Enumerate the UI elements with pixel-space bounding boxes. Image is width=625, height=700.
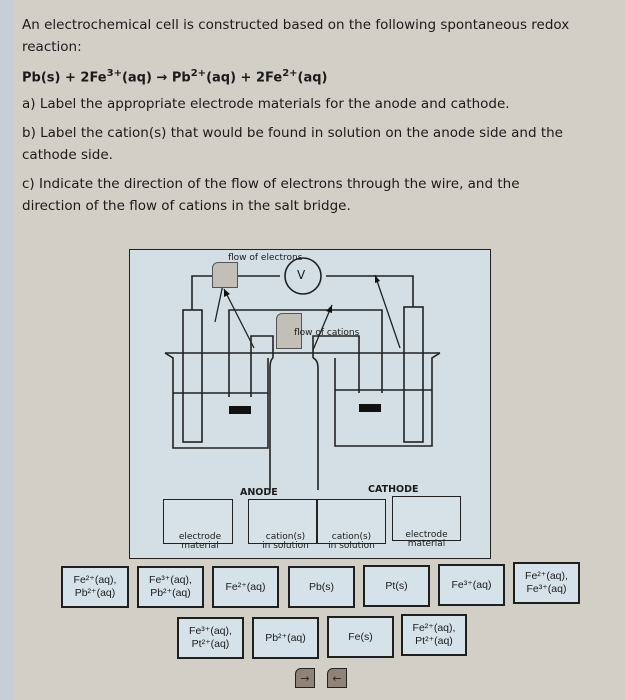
eq-part: (aq) bbox=[297, 70, 328, 86]
caption-line: material bbox=[407, 539, 446, 549]
cathode-label: CATHODE bbox=[368, 484, 419, 495]
eq-part: (aq) + 2Fe bbox=[206, 70, 283, 86]
tile-pb2[interactable]: Pb²⁺(aq) bbox=[252, 617, 319, 659]
tile-line: Fe³⁺(aq), bbox=[149, 574, 192, 586]
tile-line: Fe(s) bbox=[348, 630, 373, 643]
tile-line: Pb²⁺(aq) bbox=[265, 631, 306, 644]
tile-line: Pb²⁺(aq) bbox=[150, 587, 191, 599]
galvanic-cell-diagram: flow of electrons flow of cations V ANOD… bbox=[129, 249, 491, 559]
cation-flow-drop-target[interactable] bbox=[276, 313, 302, 349]
tile-line: Pt²⁺(aq) bbox=[191, 638, 230, 650]
tile-pt-solid[interactable]: Pt(s) bbox=[363, 565, 430, 607]
tile-fe3-pt2[interactable]: Fe³⁺(aq),Pt²⁺(aq) bbox=[177, 617, 244, 659]
cathode-electrode-drop-target[interactable] bbox=[392, 496, 461, 541]
tile-fe2-pt2[interactable]: Fe²⁺(aq),Pt²⁺(aq) bbox=[401, 614, 467, 656]
tile-fe2-pb2[interactable]: Fe²⁺(aq),Pb²⁺(aq) bbox=[61, 566, 129, 608]
tile-line: Fe³⁺(aq), bbox=[189, 625, 232, 637]
flow-of-electrons-label: flow of electrons bbox=[228, 253, 303, 263]
arrow-left-tile[interactable]: ← bbox=[327, 668, 347, 688]
caption-line: electrode bbox=[405, 530, 448, 540]
cathode-electrode-caption: electrode material bbox=[394, 531, 459, 549]
arrow-right-tile[interactable]: → bbox=[295, 668, 315, 688]
anode-cation-drop-target[interactable] bbox=[248, 499, 317, 544]
eq-charge: 2+ bbox=[190, 68, 207, 79]
eq-part: Pb(s) + 2Fe bbox=[22, 70, 107, 86]
arrow-right-icon: → bbox=[300, 671, 310, 685]
cell-drawing bbox=[164, 257, 441, 490]
tile-line: Fe³⁺(aq) bbox=[526, 583, 567, 595]
cathode-cation-drop-target[interactable] bbox=[317, 499, 386, 544]
caption-line: cation(s) bbox=[265, 532, 306, 542]
anode-electrode-caption: electrode material bbox=[170, 533, 230, 551]
caption-line: in solution bbox=[328, 541, 375, 551]
anode-label: ANODE bbox=[240, 487, 278, 498]
caption-line: electrode bbox=[178, 532, 222, 542]
tile-line: Fe²⁺(aq) bbox=[225, 580, 266, 593]
tile-fe2-fe3[interactable]: Fe²⁺(aq),Fe³⁺(aq) bbox=[513, 562, 580, 604]
anode-electrode-drop-target[interactable] bbox=[163, 499, 233, 544]
tile-line: Fe²⁺(aq), bbox=[525, 570, 568, 582]
anode-cation-caption: cation(s) in solution bbox=[253, 533, 318, 551]
tile-line: Pb²⁺(aq) bbox=[74, 587, 116, 599]
caption-line: cation(s) bbox=[331, 532, 372, 542]
tile-line: Pt²⁺(aq) bbox=[415, 635, 453, 647]
flow-of-cations-label: flow of cations bbox=[294, 328, 360, 338]
tile-fe-solid[interactable]: Fe(s) bbox=[327, 616, 394, 658]
eq-charge: 3+ bbox=[106, 68, 122, 79]
part-c-line2: direction of the flow of cations in the … bbox=[22, 198, 351, 214]
part-c-line1: c) Indicate the direction of the flow of… bbox=[22, 176, 520, 192]
arrow-left-icon: ← bbox=[332, 671, 342, 685]
caption-line: in solution bbox=[262, 541, 309, 551]
cathode-cation-caption: cation(s) in solution bbox=[319, 533, 384, 551]
tile-fe3-pb2[interactable]: Fe³⁺(aq),Pb²⁺(aq) bbox=[137, 566, 204, 608]
eq-part: (aq) → Pb bbox=[121, 70, 191, 86]
voltmeter-icon: V bbox=[297, 268, 306, 282]
caption-line: material bbox=[181, 541, 219, 551]
question-intro-line2: reaction: bbox=[22, 39, 82, 55]
tile-line: Pb(s) bbox=[308, 580, 335, 593]
part-b-line1: b) Label the cation(s) that would be fou… bbox=[22, 125, 563, 141]
electron-flow-drop-target[interactable] bbox=[212, 262, 238, 288]
tile-fe2[interactable]: Fe²⁺(aq) bbox=[212, 566, 279, 608]
tile-line: Fe²⁺(aq), bbox=[73, 574, 117, 586]
reaction-equation: Pb(s) + 2Fe3+(aq) → Pb2+(aq) + 2Fe2+(aq) bbox=[22, 63, 328, 88]
tile-line: Fe³⁺(aq) bbox=[451, 578, 492, 591]
question-intro-line1: An electrochemical cell is constructed b… bbox=[22, 17, 570, 33]
tile-line: Fe²⁺(aq), bbox=[412, 622, 456, 634]
tile-pb-solid[interactable]: Pb(s) bbox=[288, 566, 355, 608]
eq-charge: 2+ bbox=[282, 68, 298, 79]
part-b-line2: cathode side. bbox=[22, 147, 113, 163]
tile-line: Pt(s) bbox=[385, 579, 408, 592]
part-a: a) Label the appropriate electrode mater… bbox=[22, 96, 510, 112]
left-edge-strip bbox=[0, 0, 14, 700]
tile-fe3[interactable]: Fe³⁺(aq) bbox=[438, 564, 505, 606]
